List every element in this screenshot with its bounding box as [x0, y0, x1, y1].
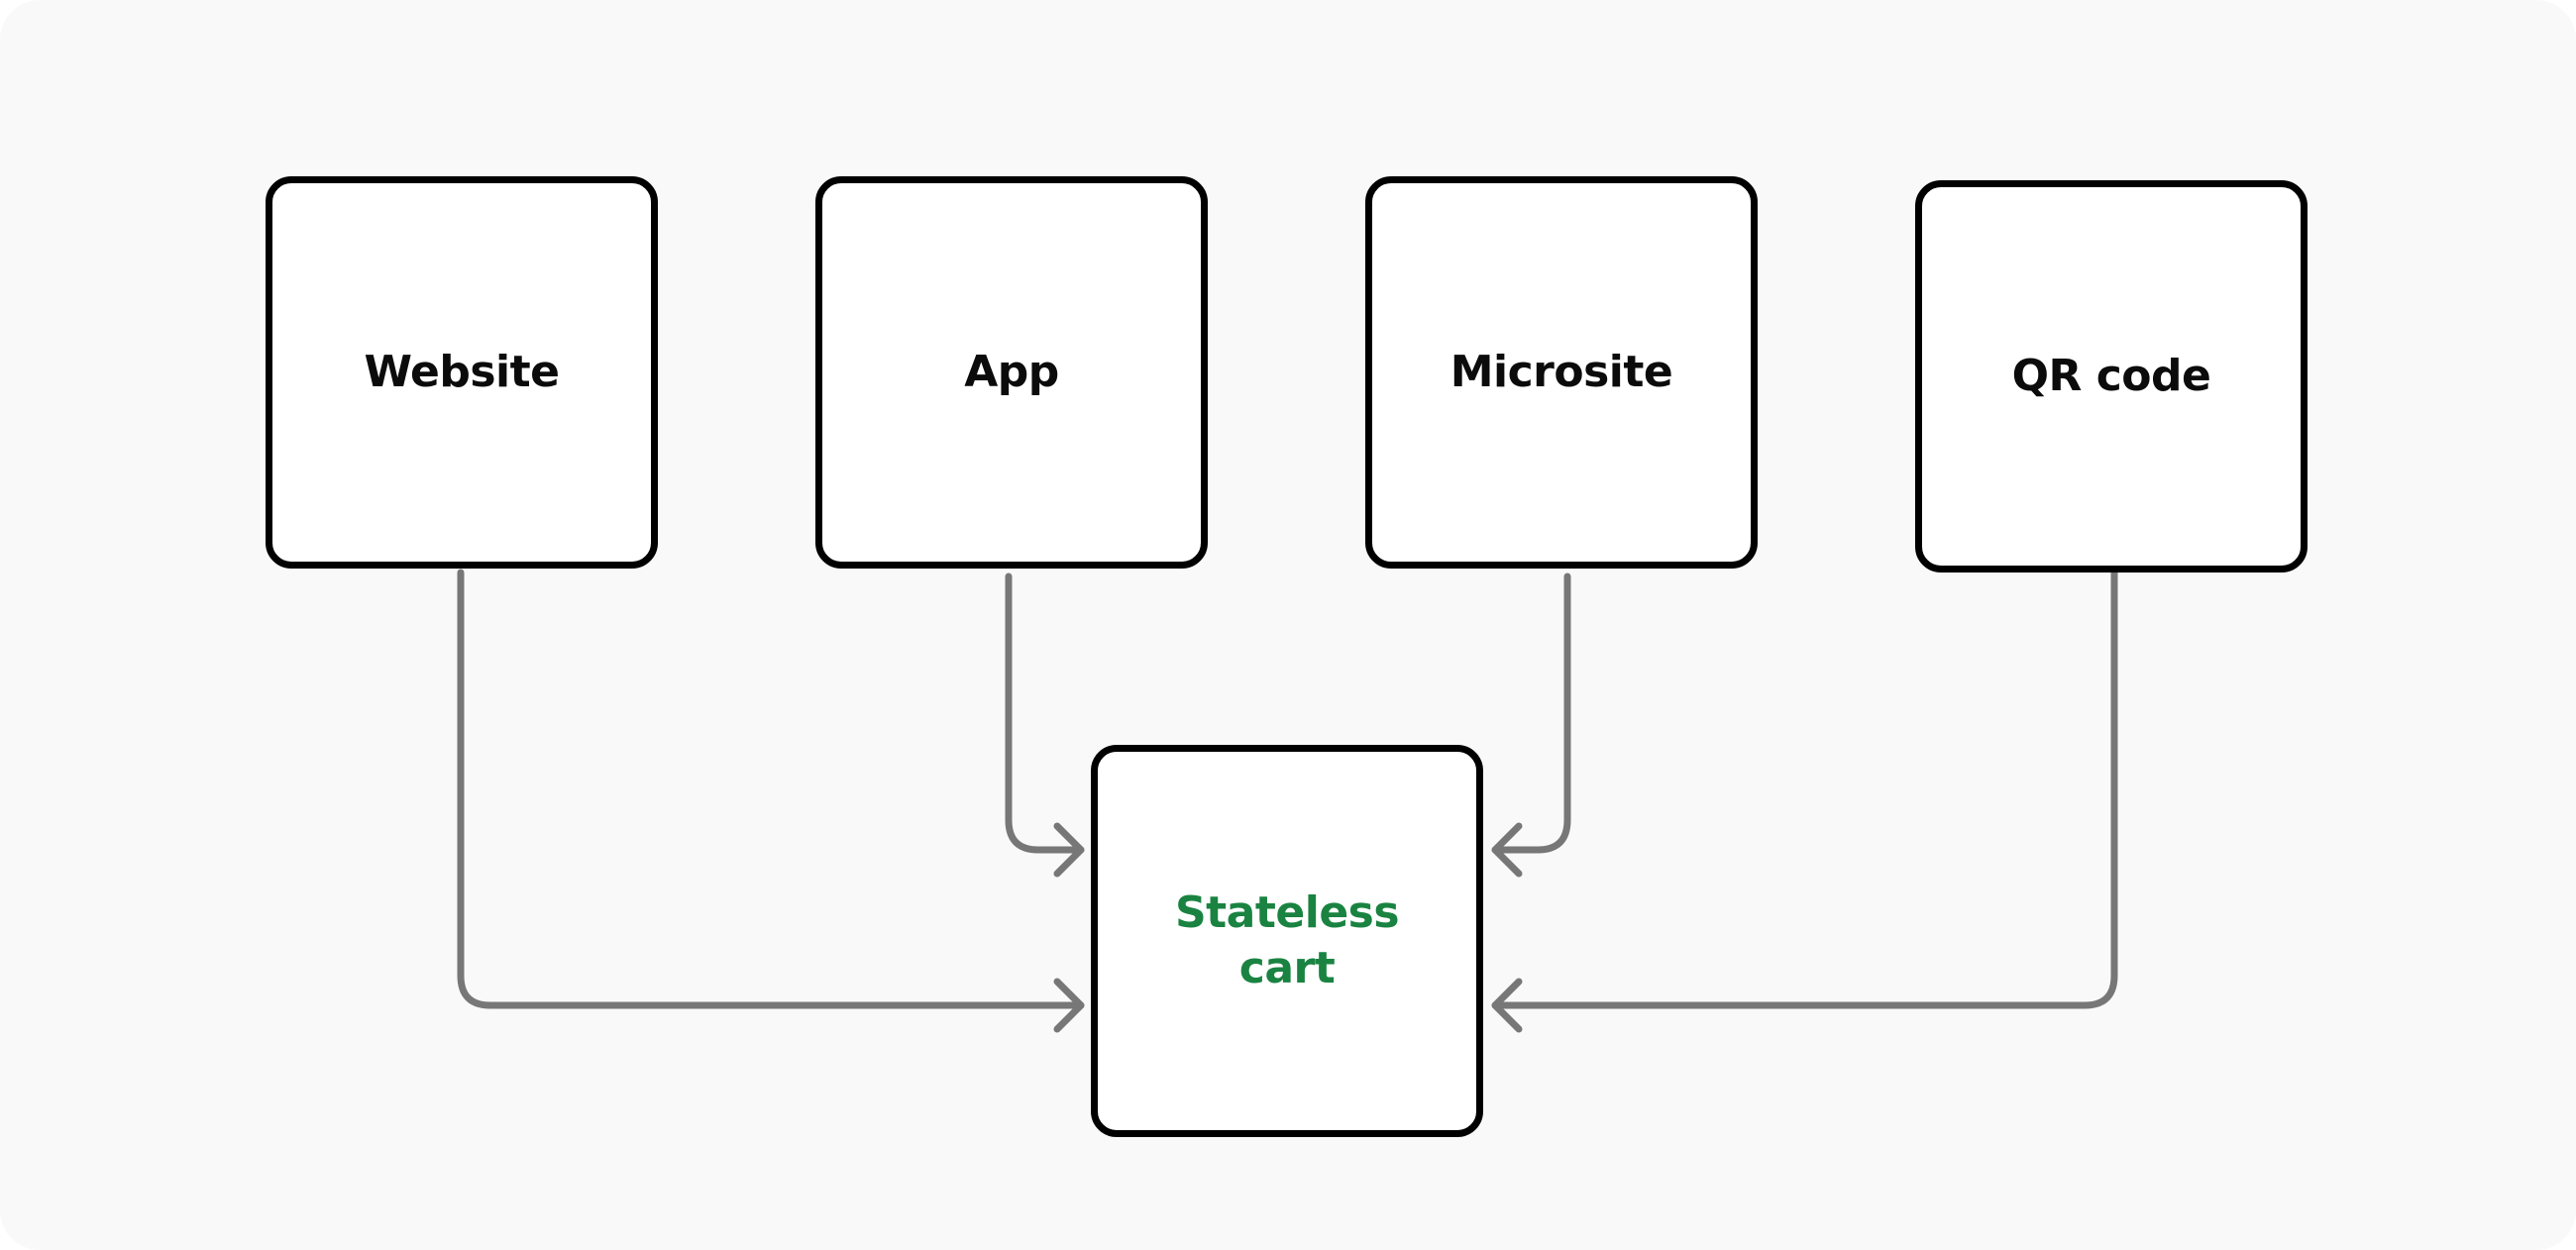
node-website-label: Website [364, 347, 560, 397]
arrowhead-qr-to-cart [1491, 978, 1523, 1033]
node-microsite[interactable]: Microsite [1365, 176, 1758, 569]
connector-website-to-cart [457, 569, 1085, 1009]
node-stateless-cart[interactable]: Stateless cart [1091, 745, 1483, 1137]
connector-qr-to-cart [1491, 569, 2118, 1009]
node-app[interactable]: App [815, 176, 1208, 569]
arrowhead-website-to-cart [1053, 978, 1085, 1033]
arrowhead-microsite-to-cart [1491, 822, 1523, 878]
node-stateless-cart-label: Stateless cart [1174, 887, 1400, 993]
node-app-label: App [964, 347, 1059, 397]
node-website[interactable]: Website [266, 176, 658, 569]
node-qr-code-label: QR code [2011, 351, 2211, 401]
node-qr-code[interactable]: QR code [1915, 180, 2308, 573]
connector-microsite-to-cart [1491, 573, 1571, 854]
arrowhead-app-to-cart [1053, 822, 1085, 878]
connector-app-to-cart [1005, 573, 1085, 854]
node-microsite-label: Microsite [1449, 347, 1673, 397]
